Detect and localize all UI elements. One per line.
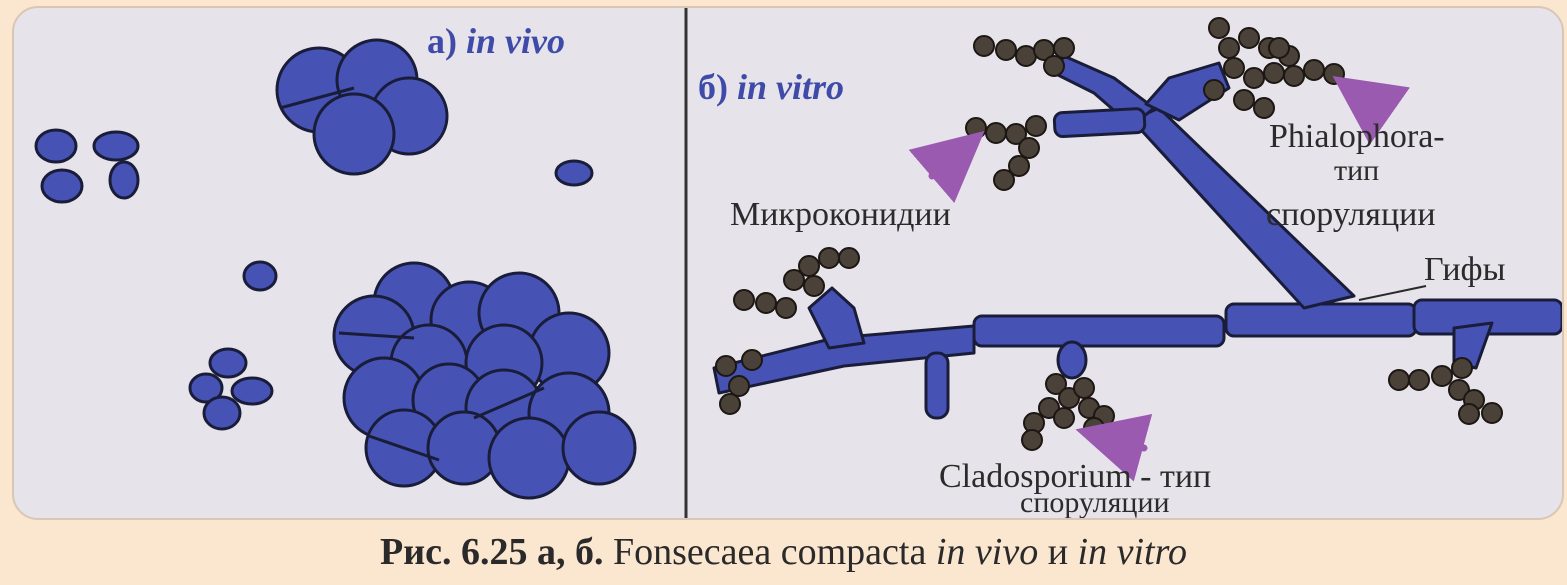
phialophora-label-line3: споруляции	[1266, 198, 1436, 232]
yeast-cell	[244, 262, 276, 290]
hypha-segment	[1226, 304, 1416, 336]
muriform-cell	[314, 94, 394, 174]
yeast-cell	[232, 378, 272, 404]
caption-in-vitro: in vitro	[1078, 531, 1187, 573]
hyphae	[714, 56, 1562, 418]
figure-caption: Рис. 6.25 а, б. Fonsecaea compacta in vi…	[0, 530, 1567, 574]
microconidia-arrow	[932, 140, 974, 176]
hypha-segment	[974, 316, 1224, 346]
panel-b-label: б) in vitro	[698, 66, 844, 108]
panel-b-prefix: б)	[698, 67, 728, 107]
panel-a-label: а) in vivo	[427, 20, 565, 62]
panel-a-label-text: in vivo	[466, 21, 565, 61]
yeast-cell	[210, 349, 246, 377]
phialophora-label-line2: тип	[1334, 156, 1379, 186]
hyphae-label: Гифы	[1424, 253, 1505, 287]
hypha-stub	[1058, 342, 1086, 378]
cladosporium-arrow	[1089, 433, 1144, 448]
panel-a-prefix: а)	[427, 21, 457, 61]
yeast-cell	[36, 130, 76, 162]
hypha-segment	[1054, 108, 1145, 137]
hyphae-pointer-line	[1359, 286, 1426, 300]
yeast-cell	[94, 132, 138, 160]
muriform-cell	[489, 418, 569, 498]
cladosporium-label-line2: споруляции	[1020, 488, 1170, 518]
yeast-cell	[204, 397, 240, 429]
in-vivo-cells	[36, 40, 635, 498]
caption-conj: и	[1048, 531, 1068, 573]
yeast-cell	[42, 170, 82, 202]
caption-figure-ref: Рис. 6.25 а, б.	[380, 531, 603, 573]
yeast-cell	[110, 162, 138, 198]
phialophora-arrow	[1344, 84, 1384, 112]
figure-frame: а) in vivo б) in vitro Микроконидии Phia…	[12, 6, 1564, 520]
phialophora-label-line1: Phialophora-	[1269, 120, 1445, 154]
yeast-cell	[556, 161, 592, 185]
caption-in-vivo: in vivo	[936, 531, 1038, 573]
caption-species: Fonsecaea compacta	[613, 531, 926, 573]
microconidia-label: Микроконидии	[730, 198, 951, 232]
hypha-branch	[809, 288, 864, 348]
hypha-stub	[926, 353, 948, 418]
muriform-cell	[563, 412, 635, 484]
panel-b-label-text: in vitro	[737, 67, 844, 107]
